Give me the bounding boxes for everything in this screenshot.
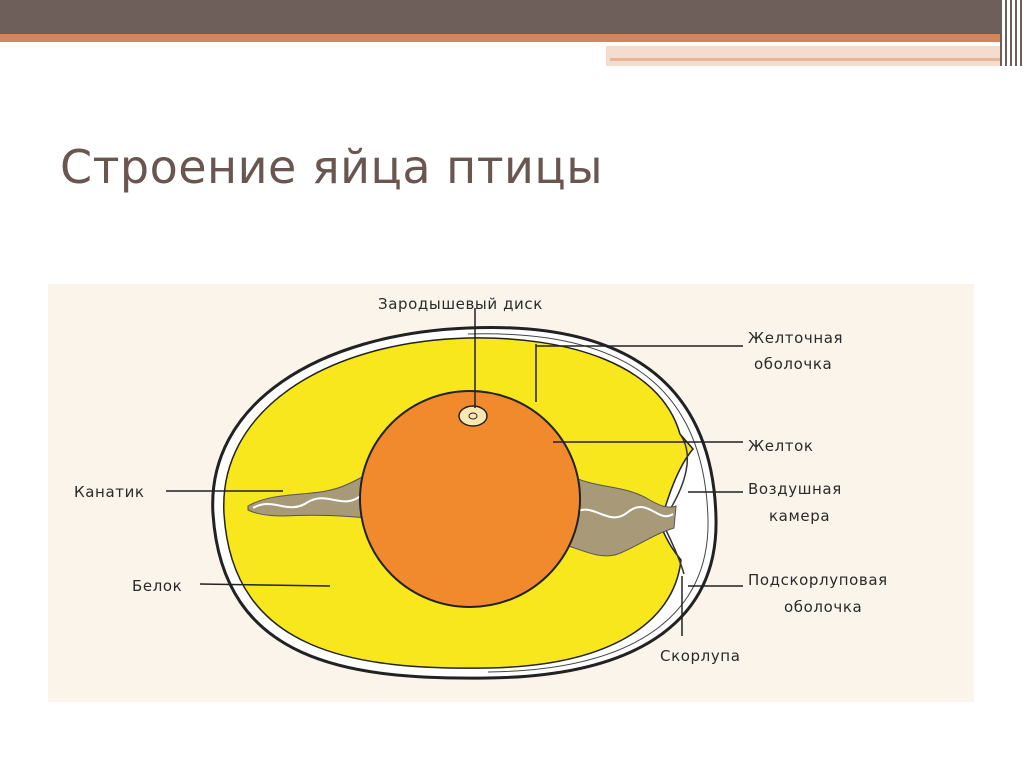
label-albumen: Белок bbox=[132, 577, 182, 595]
corner-decor-line bbox=[610, 58, 1000, 61]
germinal-disc-center bbox=[468, 412, 478, 420]
label-chalaza: Канатик bbox=[74, 483, 145, 501]
germinal-disc-icon bbox=[458, 405, 488, 427]
label-vitelline-membrane-2: оболочка bbox=[754, 355, 832, 373]
label-shell-membrane-1: Подскорлуповая bbox=[748, 571, 888, 589]
egg-yolk bbox=[359, 390, 581, 608]
label-air-cell-2: камера bbox=[769, 507, 830, 525]
chalaza-right-twist bbox=[572, 505, 674, 519]
label-air-cell-1: Воздушная bbox=[748, 480, 842, 498]
egg-diagram: Зародышевый диск Желточная оболочка Желт… bbox=[48, 284, 974, 702]
leader-albumen bbox=[199, 583, 331, 587]
label-germinal-disc: Зародышевый диск bbox=[378, 295, 543, 313]
edge-decor-lines bbox=[1000, 0, 1024, 66]
corner-decor-accent bbox=[606, 46, 1000, 66]
slide-title: Строение яйца птицы bbox=[60, 140, 604, 194]
label-shell: Скорлупа bbox=[660, 647, 741, 665]
chalaza-left-twist bbox=[252, 493, 364, 509]
top-decor-stripe bbox=[0, 34, 1000, 42]
label-yolk: Желток bbox=[748, 437, 814, 455]
top-decor-bar bbox=[0, 0, 1000, 34]
label-vitelline-membrane-1: Желточная bbox=[748, 329, 843, 347]
label-shell-membrane-2: оболочка bbox=[784, 598, 862, 616]
